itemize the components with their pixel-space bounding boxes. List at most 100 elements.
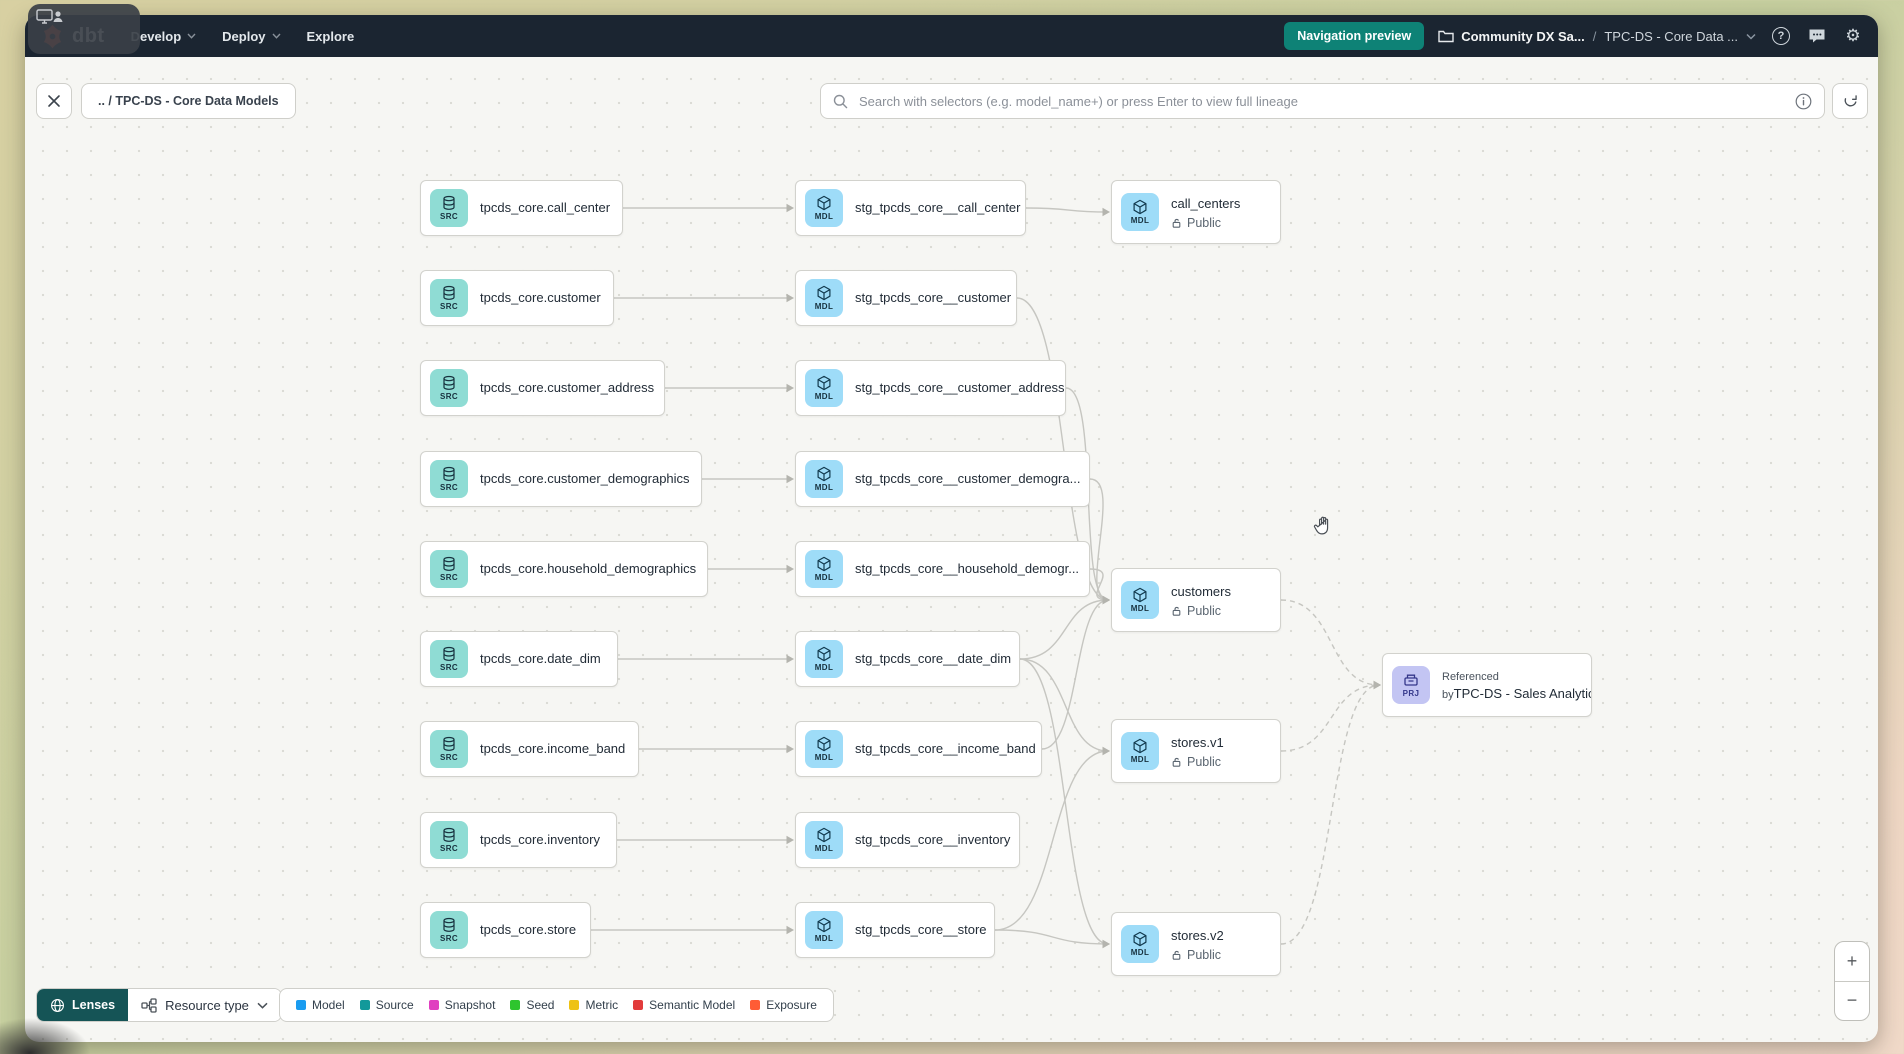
feedback-icon[interactable] bbox=[1806, 25, 1828, 47]
node-title: stg_tpcds_core__store bbox=[855, 922, 987, 937]
refresh-lineage-button[interactable] bbox=[1832, 83, 1868, 119]
source-icon: SRC bbox=[430, 369, 468, 407]
lenses-control-group: Lenses Resource type bbox=[36, 988, 282, 1022]
source-icon: SRC bbox=[430, 821, 468, 859]
visibility-badge: Public bbox=[1171, 948, 1224, 962]
node-title: tpcds_core.store bbox=[480, 922, 577, 937]
node-text: tpcds_core.household_demographics bbox=[480, 560, 696, 578]
node-title: stg_tpcds_core__call_center bbox=[855, 200, 1021, 215]
graph-node-source[interactable]: SRC tpcds_core.store bbox=[420, 902, 591, 958]
node-title: stg_tpcds_core__household_demogr... bbox=[855, 561, 1080, 576]
node-title: tpcds_core.date_dim bbox=[480, 651, 601, 666]
lenses-button[interactable]: Lenses bbox=[37, 989, 129, 1021]
legend-label: Exposure bbox=[766, 998, 817, 1012]
node-title: tpcds_core.call_center bbox=[480, 200, 611, 215]
info-icon[interactable] bbox=[1795, 93, 1812, 110]
gear-icon[interactable]: ⚙ bbox=[1845, 26, 1861, 45]
lineage-edges bbox=[591, 203, 1381, 949]
lineage-path-chip[interactable]: .. / TPC-DS - Core Data Models bbox=[81, 83, 296, 119]
breadcrumb-project[interactable]: Community DX Sa... bbox=[1438, 29, 1585, 44]
zoom-out-button[interactable]: − bbox=[1846, 990, 1858, 1011]
node-title: tpcds_core.household_demographics bbox=[480, 561, 697, 576]
nav-menu-explore[interactable]: Explore bbox=[306, 28, 355, 44]
graph-node-model[interactable]: MDL stg_tpcds_core__customer_demogra... bbox=[795, 451, 1090, 507]
node-text: stg_tpcds_core__customer bbox=[855, 289, 1011, 307]
nav-menu-develop[interactable]: Develop bbox=[131, 29, 197, 44]
node-text: stg_tpcds_core__store bbox=[855, 921, 987, 939]
resource-type-dropdown[interactable]: Resource type bbox=[128, 989, 281, 1021]
node-text: stg_tpcds_core__customer_address bbox=[855, 379, 1065, 397]
resource-type-icon bbox=[141, 997, 157, 1013]
model-icon: MDL bbox=[1121, 193, 1159, 231]
node-text: tpcds_core.call_center bbox=[480, 199, 610, 217]
model-icon: MDL bbox=[805, 460, 843, 498]
source-icon: SRC bbox=[430, 730, 468, 768]
node-text: tpcds_core.inventory bbox=[480, 831, 600, 849]
graph-node-model[interactable]: MDL stg_tpcds_core__household_demogr... bbox=[795, 541, 1090, 597]
search-icon bbox=[833, 94, 848, 108]
resource-type-label: Resource type bbox=[165, 997, 249, 1013]
node-title: tpcds_core.inventory bbox=[480, 832, 600, 847]
node-title: stg_tpcds_core__customer_demogra... bbox=[855, 471, 1081, 486]
project-icon: PRJ bbox=[1392, 666, 1430, 704]
close-icon bbox=[48, 95, 60, 107]
grab-cursor-icon bbox=[1313, 516, 1329, 535]
referenced-by-label: Referenced by bbox=[1442, 671, 1499, 701]
chevron-down-icon bbox=[187, 33, 196, 39]
node-title: stg_tpcds_core__date_dim bbox=[855, 651, 1012, 666]
source-icon: SRC bbox=[430, 911, 468, 949]
legend-label: Model bbox=[312, 998, 345, 1012]
navigation-preview-button[interactable]: Navigation preview bbox=[1284, 22, 1425, 50]
zoom-in-button[interactable]: + bbox=[1835, 942, 1869, 982]
legend-swatch bbox=[750, 1000, 761, 1010]
model-icon: MDL bbox=[805, 279, 843, 317]
node-title: stg_tpcds_core__customer_address bbox=[855, 380, 1065, 395]
graph-node-model[interactable]: MDL stg_tpcds_core__income_band bbox=[795, 721, 1042, 777]
graph-node-source[interactable]: SRC tpcds_core.inventory bbox=[420, 812, 617, 868]
graph-node-model[interactable]: MDL stg_tpcds_core__customer bbox=[795, 270, 1017, 326]
chevron-down-icon[interactable] bbox=[1746, 33, 1756, 40]
breadcrumb: Community DX Sa... / TPC-DS - Core Data … bbox=[1438, 29, 1756, 44]
search-bar bbox=[820, 83, 1825, 119]
legend-label: Metric bbox=[585, 998, 619, 1012]
node-text: tpcds_core.customer_demographics bbox=[480, 470, 690, 488]
legend-swatch bbox=[633, 1000, 644, 1010]
breadcrumb-page[interactable]: TPC-DS - Core Data ... bbox=[1604, 28, 1738, 44]
legend-item-metric: Metric bbox=[569, 998, 618, 1012]
model-icon: MDL bbox=[805, 730, 843, 768]
search-input[interactable] bbox=[857, 92, 1786, 110]
legend-item-seed: Seed bbox=[510, 998, 554, 1012]
node-text: stg_tpcds_core__income_band bbox=[855, 740, 1036, 758]
node-title: stores.v2 bbox=[1171, 927, 1224, 943]
visibility-badge: Public bbox=[1171, 755, 1224, 769]
nav-menu-deploy[interactable]: Deploy bbox=[222, 29, 281, 44]
model-icon: MDL bbox=[805, 550, 843, 588]
legend-label: Source bbox=[375, 998, 414, 1012]
help-icon[interactable]: ? bbox=[1770, 25, 1792, 47]
legend-item-source: Source bbox=[359, 998, 414, 1012]
visibility-badge: Public bbox=[1171, 604, 1231, 618]
close-lineage-button[interactable] bbox=[36, 83, 72, 119]
node-text: stg_tpcds_core__inventory bbox=[855, 831, 1010, 849]
